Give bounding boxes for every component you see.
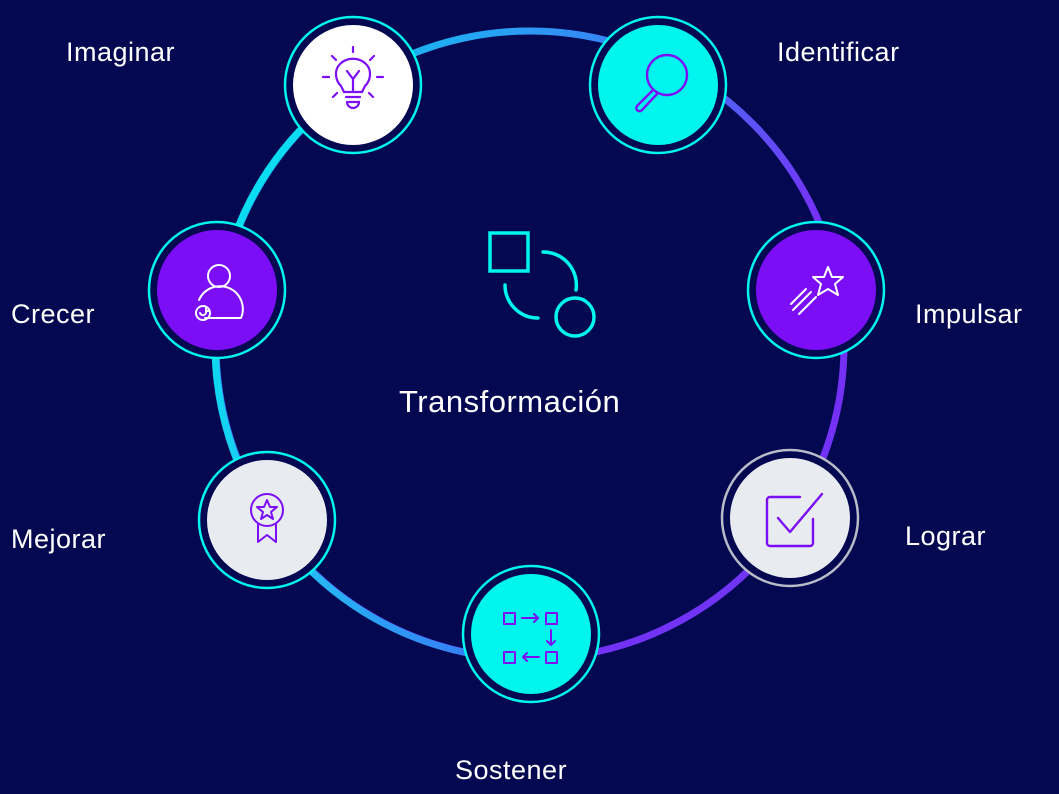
node-imaginar[interactable] bbox=[283, 15, 423, 155]
node-impulsar[interactable] bbox=[746, 220, 886, 360]
shooting-star-icon bbox=[790, 266, 844, 315]
label-identificar: Identificar bbox=[777, 37, 900, 67]
label-crecer: Crecer bbox=[11, 299, 96, 329]
magnifier-icon bbox=[635, 53, 689, 113]
node-identificar[interactable] bbox=[588, 15, 728, 155]
process-flow-icon bbox=[503, 612, 558, 664]
shapes-transform-icon bbox=[488, 231, 596, 338]
node-lograr[interactable] bbox=[720, 448, 860, 588]
label-imaginar: Imaginar bbox=[66, 37, 176, 67]
label-lograr: Lograr bbox=[905, 521, 987, 551]
center-title: Transformación bbox=[399, 384, 621, 419]
user-growth-icon bbox=[195, 264, 244, 321]
label-mejorar: Mejorar bbox=[11, 524, 107, 554]
label-impulsar: Impulsar bbox=[915, 299, 1023, 329]
node-sostener[interactable] bbox=[461, 564, 601, 704]
award-ribbon-icon bbox=[250, 493, 284, 543]
node-crecer[interactable] bbox=[147, 220, 287, 360]
cycle-ring-left-arc bbox=[211, 82, 531, 663]
checkbox-icon bbox=[765, 492, 824, 548]
label-sostener: Sostener bbox=[455, 755, 568, 785]
lightbulb-icon bbox=[321, 45, 385, 110]
node-mejorar[interactable] bbox=[197, 450, 337, 590]
